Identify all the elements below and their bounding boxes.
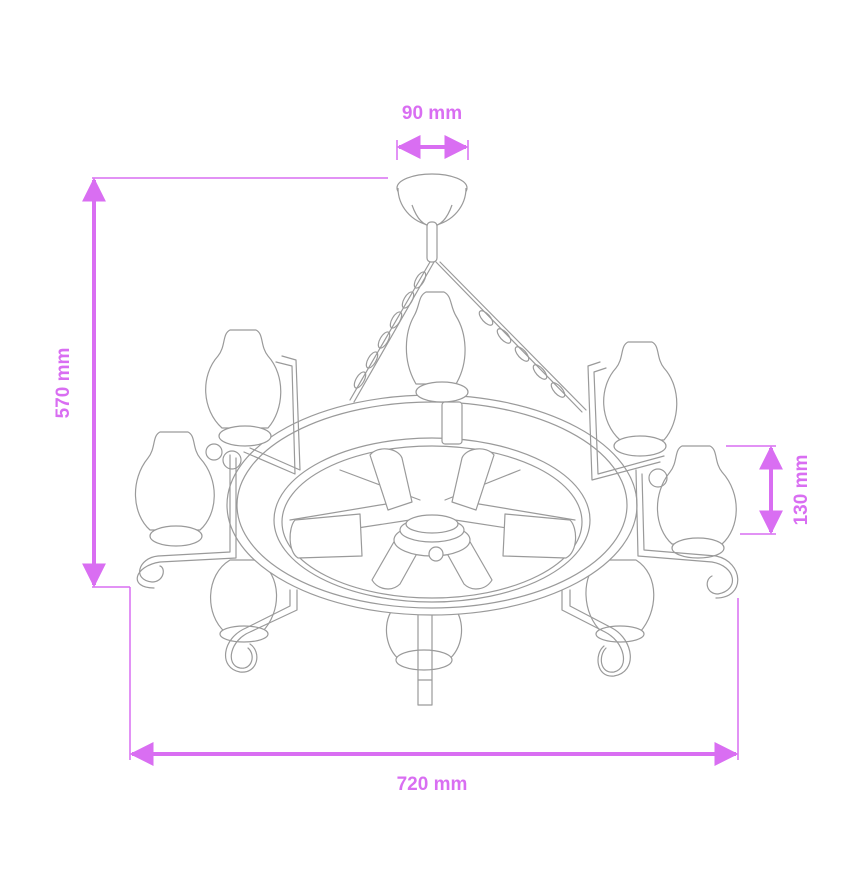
total-width-label: 720 mm: [396, 774, 468, 795]
shade-height-label: 130 mm: [791, 454, 812, 526]
lower-back-shades: [210, 559, 655, 671]
left-upper-shade: [205, 329, 301, 475]
total-height-label: 570 mm: [53, 347, 74, 419]
wheel: [226, 394, 638, 616]
right-upper-shade: [587, 341, 678, 481]
dimension-lines: [82, 135, 783, 766]
left-lower-shade: [134, 431, 242, 589]
right-lower-shade: [635, 445, 739, 599]
center-shade: [405, 291, 469, 445]
lower-arms: [224, 589, 631, 706]
ceiling-canopy: [396, 173, 468, 263]
canopy-width-label: 90 mm: [401, 103, 463, 124]
chandelier-illustration: [134, 173, 739, 706]
chains: [349, 261, 587, 413]
